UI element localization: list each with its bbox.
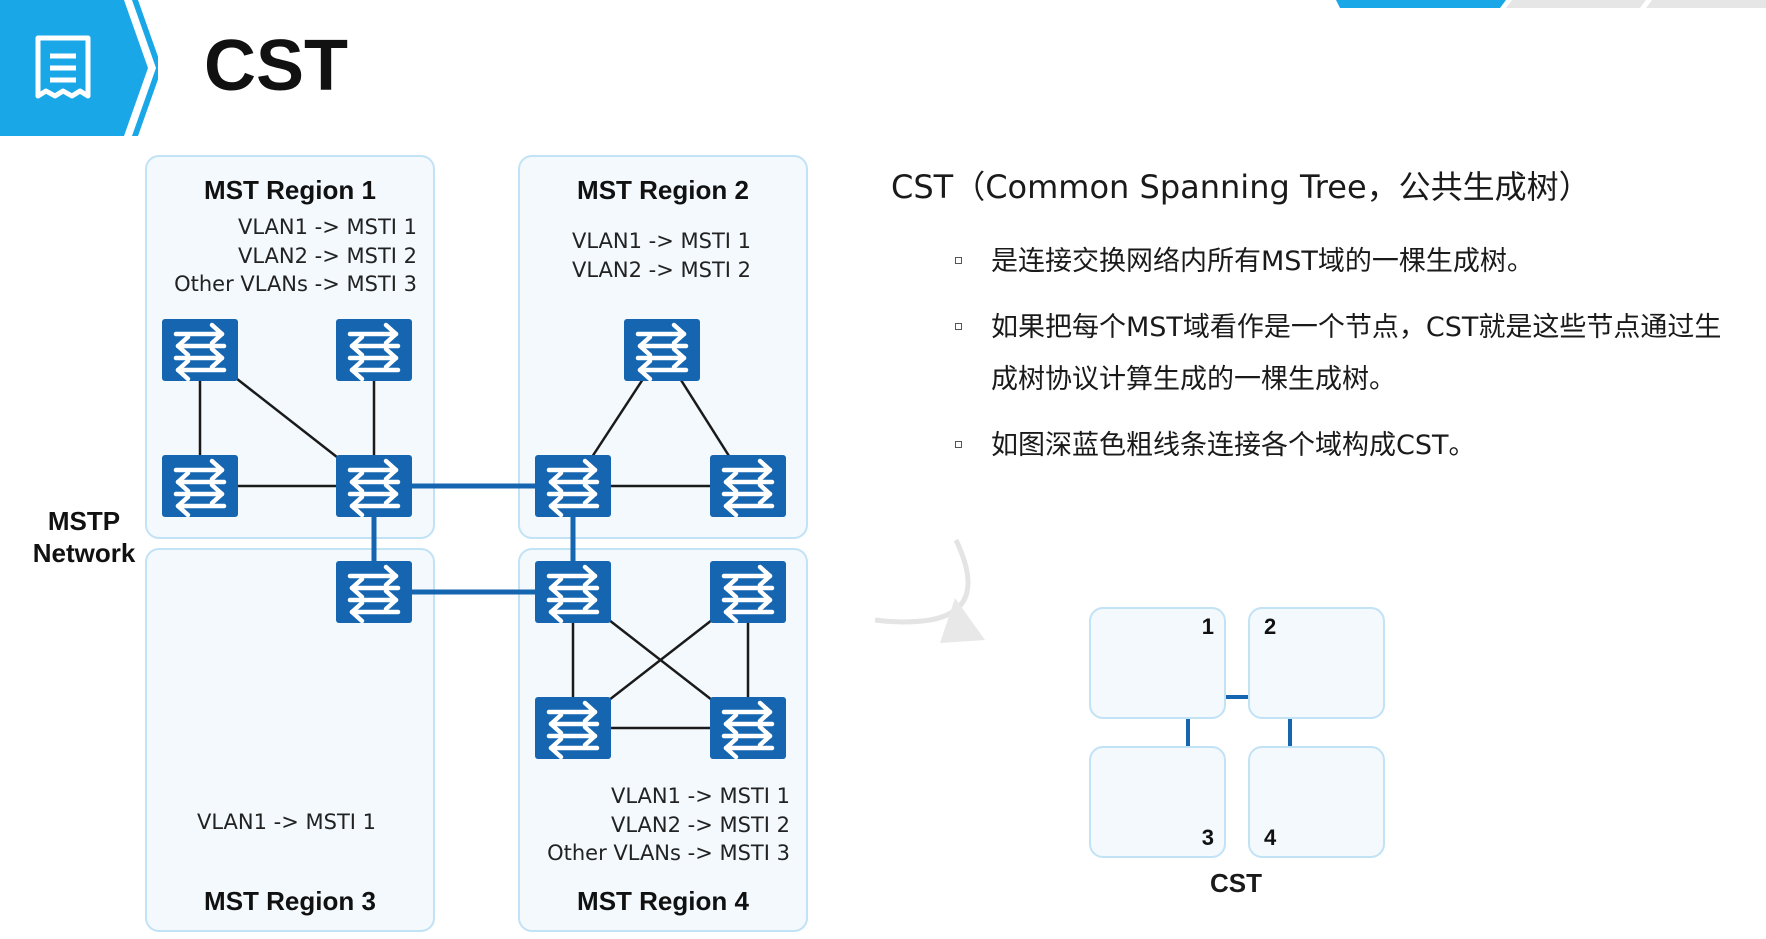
cst-heading: CST（Common Spanning Tree，公共生成树） — [891, 168, 1591, 206]
cst-label: CST — [1210, 868, 1262, 898]
region-title: MST Region 1 — [204, 175, 376, 205]
vlan-mapping: VLAN2 -> MSTI 2 — [237, 243, 417, 268]
vlan-mapping: Other VLANs -> MSTI 3 — [174, 272, 417, 296]
vlan-mapping-list: VLAN1 -> MSTI 1 VLAN2 -> MSTI 2 Other VL… — [174, 213, 417, 299]
switch-icon — [535, 697, 611, 759]
vlan-mapping: VLAN1 -> MSTI 1 — [237, 215, 417, 239]
switch-icon — [624, 319, 700, 381]
region-title: MST Region 3 — [204, 886, 376, 916]
node-number: 4 — [1264, 825, 1277, 850]
bullet-square-icon — [955, 323, 962, 330]
region-title: MST Region 4 — [577, 886, 749, 916]
bullet-item: 如图深蓝色粗线条连接各个域构成CST。 — [955, 420, 1745, 472]
progress-tabs — [1336, 0, 1766, 8]
switch-icon — [336, 561, 412, 623]
network-label-line: Network — [32, 538, 136, 568]
vlan-mapping: VLAN2 -> MSTI 2 — [610, 812, 790, 837]
switch-icon — [336, 455, 412, 517]
bullet-text: 是连接交换网络内所有MST域的一棵生成树。 — [991, 246, 1534, 277]
bullet-text: 如果把每个MST域看作是一个节点，CST就是这些节点通过生成树协议计算生成的一棵… — [991, 312, 1722, 395]
bullet-item: 是连接交换网络内所有MST域的一棵生成树。 — [955, 236, 1745, 288]
mini-cst-links — [1186, 695, 1292, 748]
node-number: 2 — [1264, 614, 1277, 639]
cst-node-4: 4 — [1248, 746, 1385, 858]
network-label: MSTP Network — [20, 505, 148, 569]
node-number: 3 — [1201, 825, 1214, 850]
cst-node-3: 3 — [1089, 746, 1226, 858]
bullet-item: 如果把每个MST域看作是一个节点，CST就是这些节点通过生成树协议计算生成的一棵… — [955, 302, 1745, 406]
switch-icon — [535, 561, 611, 623]
bullet-square-icon — [955, 257, 962, 264]
vlan-mapping: Other VLANs -> MSTI 3 — [547, 841, 790, 865]
vlan-mapping-list: VLAN1 -> MSTI 1 — [197, 808, 376, 837]
vlan-mapping: VLAN2 -> MSTI 2 — [572, 257, 752, 282]
switch-icon — [710, 455, 786, 517]
document-icon — [35, 35, 91, 99]
bullet-square-icon — [955, 441, 962, 448]
network-label-line: MSTP — [47, 506, 121, 536]
switch-icon — [162, 319, 238, 381]
bullet-list: 是连接交换网络内所有MST域的一棵生成树。 如果把每个MST域看作是一个节点，C… — [955, 236, 1745, 486]
bullet-text: 如图深蓝色粗线条连接各个域构成CST。 — [991, 430, 1476, 461]
instance-links — [198, 349, 750, 730]
switch-icon — [162, 455, 238, 517]
switch-icon — [710, 561, 786, 623]
region-title: MST Region 2 — [577, 175, 749, 205]
switch-icon — [535, 455, 611, 517]
switch-icon — [336, 319, 412, 381]
page-title: CST — [204, 26, 348, 106]
vlan-mapping-list: VLAN1 -> MSTI 1 VLAN2 -> MSTI 2 — [572, 227, 751, 284]
curved-arrow-icon — [874, 538, 985, 643]
switch-icon — [710, 697, 786, 759]
node-number: 1 — [1201, 614, 1214, 639]
cst-node-1: 1 — [1089, 607, 1226, 719]
vlan-mapping: VLAN1 -> MSTI 1 — [610, 784, 790, 808]
cst-node-2: 2 — [1248, 607, 1385, 719]
header-badge — [0, 0, 158, 136]
vlan-mapping: VLAN1 -> MSTI 1 — [197, 810, 377, 834]
vlan-mapping-list: VLAN1 -> MSTI 1 VLAN2 -> MSTI 2 Other VL… — [547, 782, 790, 868]
vlan-mapping: VLAN1 -> MSTI 1 — [572, 229, 752, 253]
